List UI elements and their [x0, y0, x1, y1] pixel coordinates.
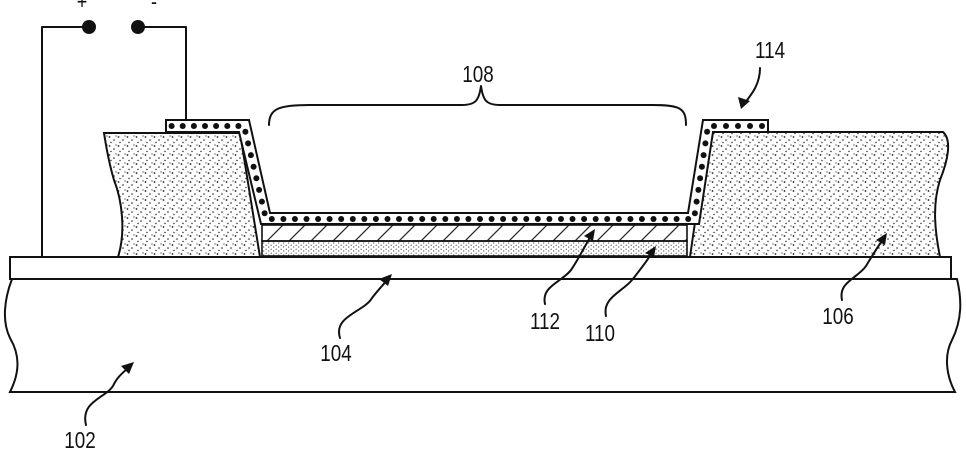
coating-dot: [747, 123, 753, 129]
positive-terminal-label: +: [77, 0, 88, 14]
conductive-coating-114: [166, 120, 768, 224]
label-112: 112: [530, 309, 560, 334]
coating-dot: [304, 216, 310, 222]
coating-dot: [262, 210, 268, 216]
coating-dot: [396, 216, 402, 222]
coating-dot: [694, 199, 700, 205]
coating-dot: [523, 216, 529, 222]
coating-dot: [546, 216, 552, 222]
label-110: 110: [585, 321, 615, 346]
coating-dot: [627, 216, 633, 222]
label-102: 102: [64, 428, 95, 453]
coating-dot: [639, 216, 645, 222]
coating-dot: [361, 216, 367, 222]
coating-dot: [442, 216, 448, 222]
coating-dot: [202, 123, 208, 129]
coating-dot: [373, 216, 379, 222]
coating-dot: [702, 140, 708, 146]
coating-dot: [692, 210, 698, 216]
coating-dot: [269, 216, 275, 222]
coating-dot: [593, 216, 599, 222]
coating-dot: [315, 216, 321, 222]
coating-dot: [191, 123, 197, 129]
coating-dot: [251, 164, 257, 170]
coating-dot: [695, 187, 701, 193]
negative-terminal-icon[interactable]: [131, 20, 145, 34]
coating-dot: [735, 123, 741, 129]
coating-dot: [699, 164, 705, 170]
label-108: 108: [462, 62, 493, 87]
coating-dot: [242, 129, 248, 135]
coating-dot: [651, 216, 657, 222]
coating-dot: [512, 216, 518, 222]
coating-dot: [697, 175, 703, 181]
label-114: 114: [755, 38, 785, 63]
coating-dot: [711, 123, 717, 129]
coating-dot: [292, 216, 298, 222]
coating-dot: [419, 216, 425, 222]
hatched-layer-112: [262, 225, 687, 241]
coating-dot: [500, 216, 506, 222]
coating-dot: [616, 216, 622, 222]
coating-dot: [558, 216, 564, 222]
coating-dot: [759, 123, 765, 129]
coating-dot: [570, 216, 576, 222]
coating-dot: [256, 187, 262, 193]
positive-terminal-icon[interactable]: [82, 20, 96, 34]
coating-dot: [674, 216, 680, 222]
coating-dot: [704, 129, 710, 135]
coating-dot: [454, 216, 460, 222]
channel-region-brace: [269, 86, 686, 125]
coating-dot: [245, 140, 251, 146]
insulating-block-106: [690, 132, 948, 257]
coating-dot: [327, 216, 333, 222]
coating-dot: [489, 216, 495, 222]
coating-dot: [248, 152, 254, 158]
coating-dot: [477, 216, 483, 222]
coating-dot: [408, 216, 414, 222]
coating-dot: [169, 123, 175, 129]
coating-dot: [235, 123, 241, 129]
coating-dot: [535, 216, 541, 222]
coating-dot: [338, 216, 344, 222]
coating-dot: [224, 123, 230, 129]
coating-dot: [581, 216, 587, 222]
label-106: 106: [822, 304, 853, 329]
coating-dot: [685, 216, 691, 222]
coating-dot: [701, 152, 707, 158]
coating-dot: [259, 199, 265, 205]
bottom-layer-110: [262, 241, 687, 256]
left-insulating-block: [104, 133, 260, 257]
coating-dot: [465, 216, 471, 222]
coating-dot: [350, 216, 356, 222]
coating-dot: [280, 216, 286, 222]
coating-dot: [253, 175, 259, 181]
label-104: 104: [320, 341, 352, 366]
coating-dot: [662, 216, 668, 222]
substrate-102: [5, 279, 960, 392]
coating-dot: [213, 123, 219, 129]
coating-dot: [604, 216, 610, 222]
coating-dot: [180, 123, 186, 129]
base-layer-104: [10, 257, 951, 279]
coating-dot: [723, 123, 729, 129]
coating-dot: [385, 216, 391, 222]
negative-terminal-label: -: [151, 0, 157, 14]
coating-dot: [431, 216, 437, 222]
